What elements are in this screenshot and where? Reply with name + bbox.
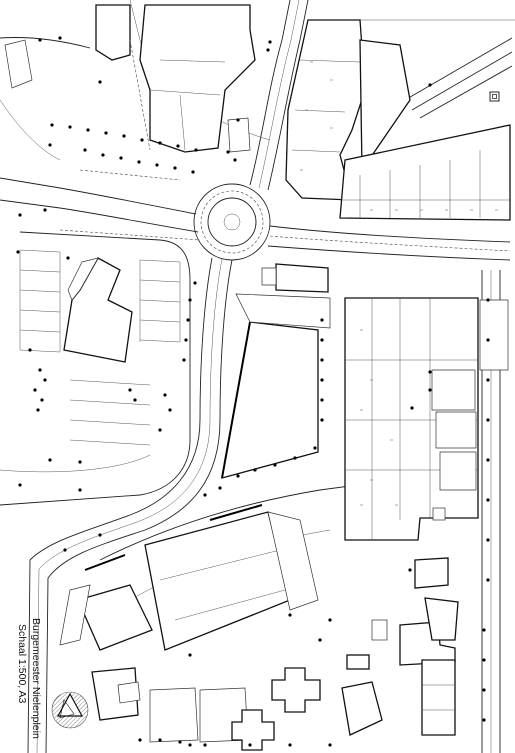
map-title-block: Burgemeester Nielenplein Schaal 1:500, A… bbox=[16, 618, 42, 739]
survey-point-icon bbox=[489, 91, 500, 102]
parking-bays bbox=[19, 39, 201, 446]
plot-number-marks bbox=[300, 61, 498, 506]
buildings bbox=[4, 4, 511, 751]
north-arrow-icon bbox=[51, 691, 89, 729]
tree-markers bbox=[16, 36, 490, 747]
map-scale: Schaal 1:500, A3 bbox=[16, 624, 28, 704]
map-title: Burgemeester Nielenplein bbox=[30, 618, 42, 739]
